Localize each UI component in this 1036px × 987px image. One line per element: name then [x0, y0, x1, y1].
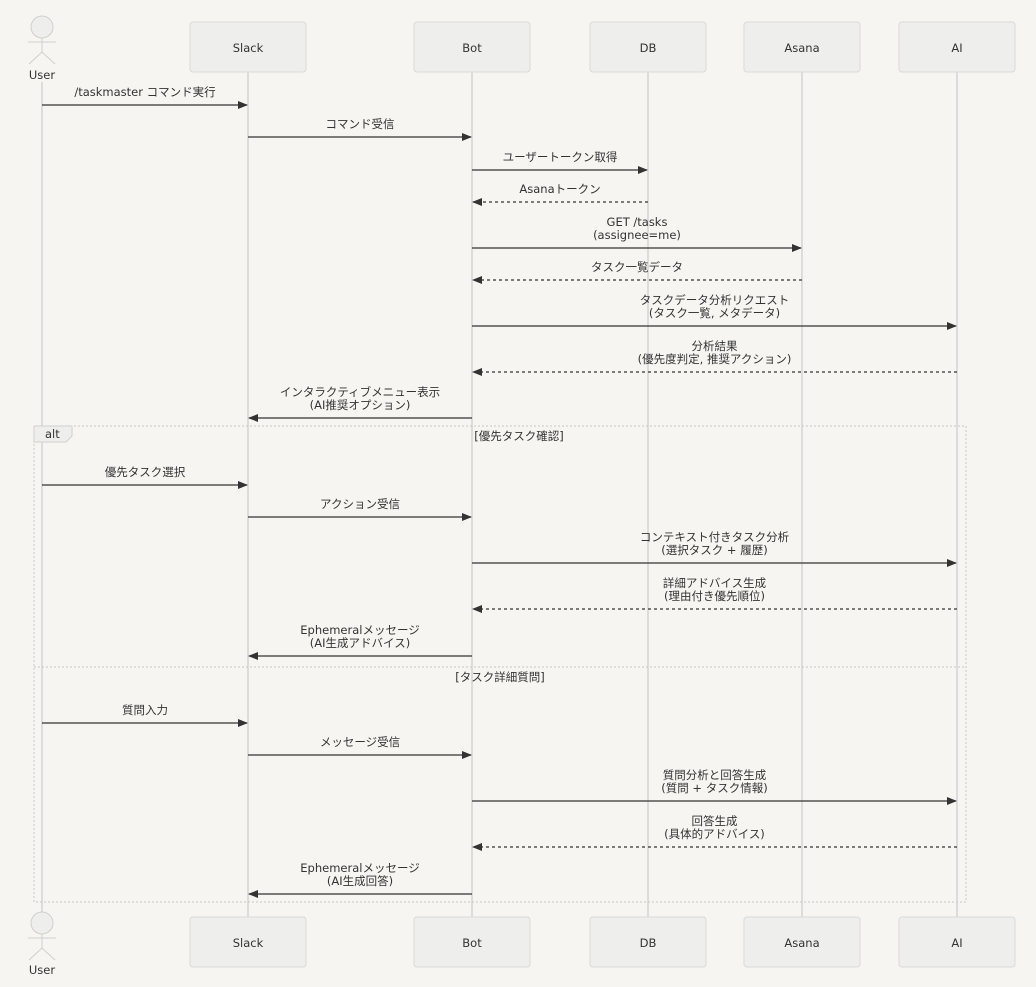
- alt-condition: [タスク詳細質問]: [455, 670, 544, 684]
- participant-bot-bottom: [413, 916, 531, 968]
- participant-label: Asana: [784, 41, 819, 55]
- participant-label: User: [29, 963, 55, 977]
- alt-fragment: [33, 425, 967, 903]
- participant-label: AI: [951, 936, 962, 950]
- alt-fragment-tag: [33, 425, 73, 443]
- message-label: /taskmaster コマンド実行: [74, 85, 215, 99]
- participant-slack-top: [189, 21, 307, 73]
- message-label: 分析結果: [692, 339, 738, 353]
- message-label: (assignee=me): [593, 228, 681, 242]
- message-label: (AI生成回答): [327, 874, 393, 888]
- participant-label: DB: [640, 41, 657, 55]
- message-label: メッセージ受信: [320, 735, 400, 749]
- participant-label: Asana: [784, 936, 819, 950]
- message-label: ユーザートークン取得: [503, 150, 618, 164]
- participant-label: DB: [640, 936, 657, 950]
- participant-asana-bottom: [743, 916, 861, 968]
- message-label: (具体的アドバイス): [664, 827, 765, 841]
- message-label: コンテキスト付きタスク分析: [640, 530, 789, 544]
- participant-label: Slack: [233, 936, 264, 950]
- participant-label: Slack: [233, 41, 264, 55]
- alt-fragment-label: alt: [45, 427, 60, 441]
- participant-label: Bot: [462, 936, 482, 950]
- message-label: タスク一覧データ: [591, 260, 683, 274]
- message-label: (AI生成アドバイス): [310, 636, 410, 650]
- message-label: 詳細アドバイス生成: [663, 576, 767, 590]
- actor-body-icon: [28, 934, 56, 961]
- message-label: 質問分析と回答生成: [663, 768, 767, 782]
- message-label: (AI推奨オプション): [310, 398, 411, 412]
- actor-head-icon: [30, 15, 54, 39]
- message-label: (優先度判定, 推奨アクション): [638, 352, 792, 366]
- message-label: (選択タスク + 履歴): [661, 543, 767, 557]
- alt-condition: [優先タスク確認]: [474, 429, 563, 443]
- actor-head-icon: [30, 911, 54, 935]
- participant-label: Bot: [462, 41, 482, 55]
- message-label: (質問 + タスク情報): [661, 781, 767, 795]
- participant-db-bottom: [589, 916, 707, 968]
- participant-slack-bottom: [189, 916, 307, 968]
- participant-db-top: [589, 21, 707, 73]
- message-label: (理由付き優先順位): [664, 589, 765, 603]
- participant-ai-bottom: [898, 916, 1016, 968]
- message-label: Ephemeralメッセージ: [300, 861, 419, 875]
- participant-ai-top: [898, 21, 1016, 73]
- participant-label: User: [29, 68, 55, 82]
- message-label: Ephemeralメッセージ: [300, 623, 419, 637]
- participant-label: AI: [951, 41, 962, 55]
- message-label: (タスク一覧, メタデータ): [649, 306, 780, 320]
- message-label: GET /tasks: [607, 215, 668, 229]
- message-label: タスクデータ分析リクエスト: [640, 293, 790, 307]
- participant-bot-top: [413, 21, 531, 73]
- message-label: アクション受信: [320, 497, 400, 511]
- participant-asana-top: [743, 21, 861, 73]
- message-label: 優先タスク選択: [105, 465, 186, 479]
- message-label: 質問入力: [122, 703, 168, 717]
- message-label: インタラクティブメニュー表示: [280, 385, 440, 399]
- message-label: コマンド受信: [326, 117, 395, 131]
- message-label: 回答生成: [692, 814, 738, 828]
- actor-body-icon: [28, 38, 56, 65]
- message-label: Asanaトークン: [519, 182, 600, 196]
